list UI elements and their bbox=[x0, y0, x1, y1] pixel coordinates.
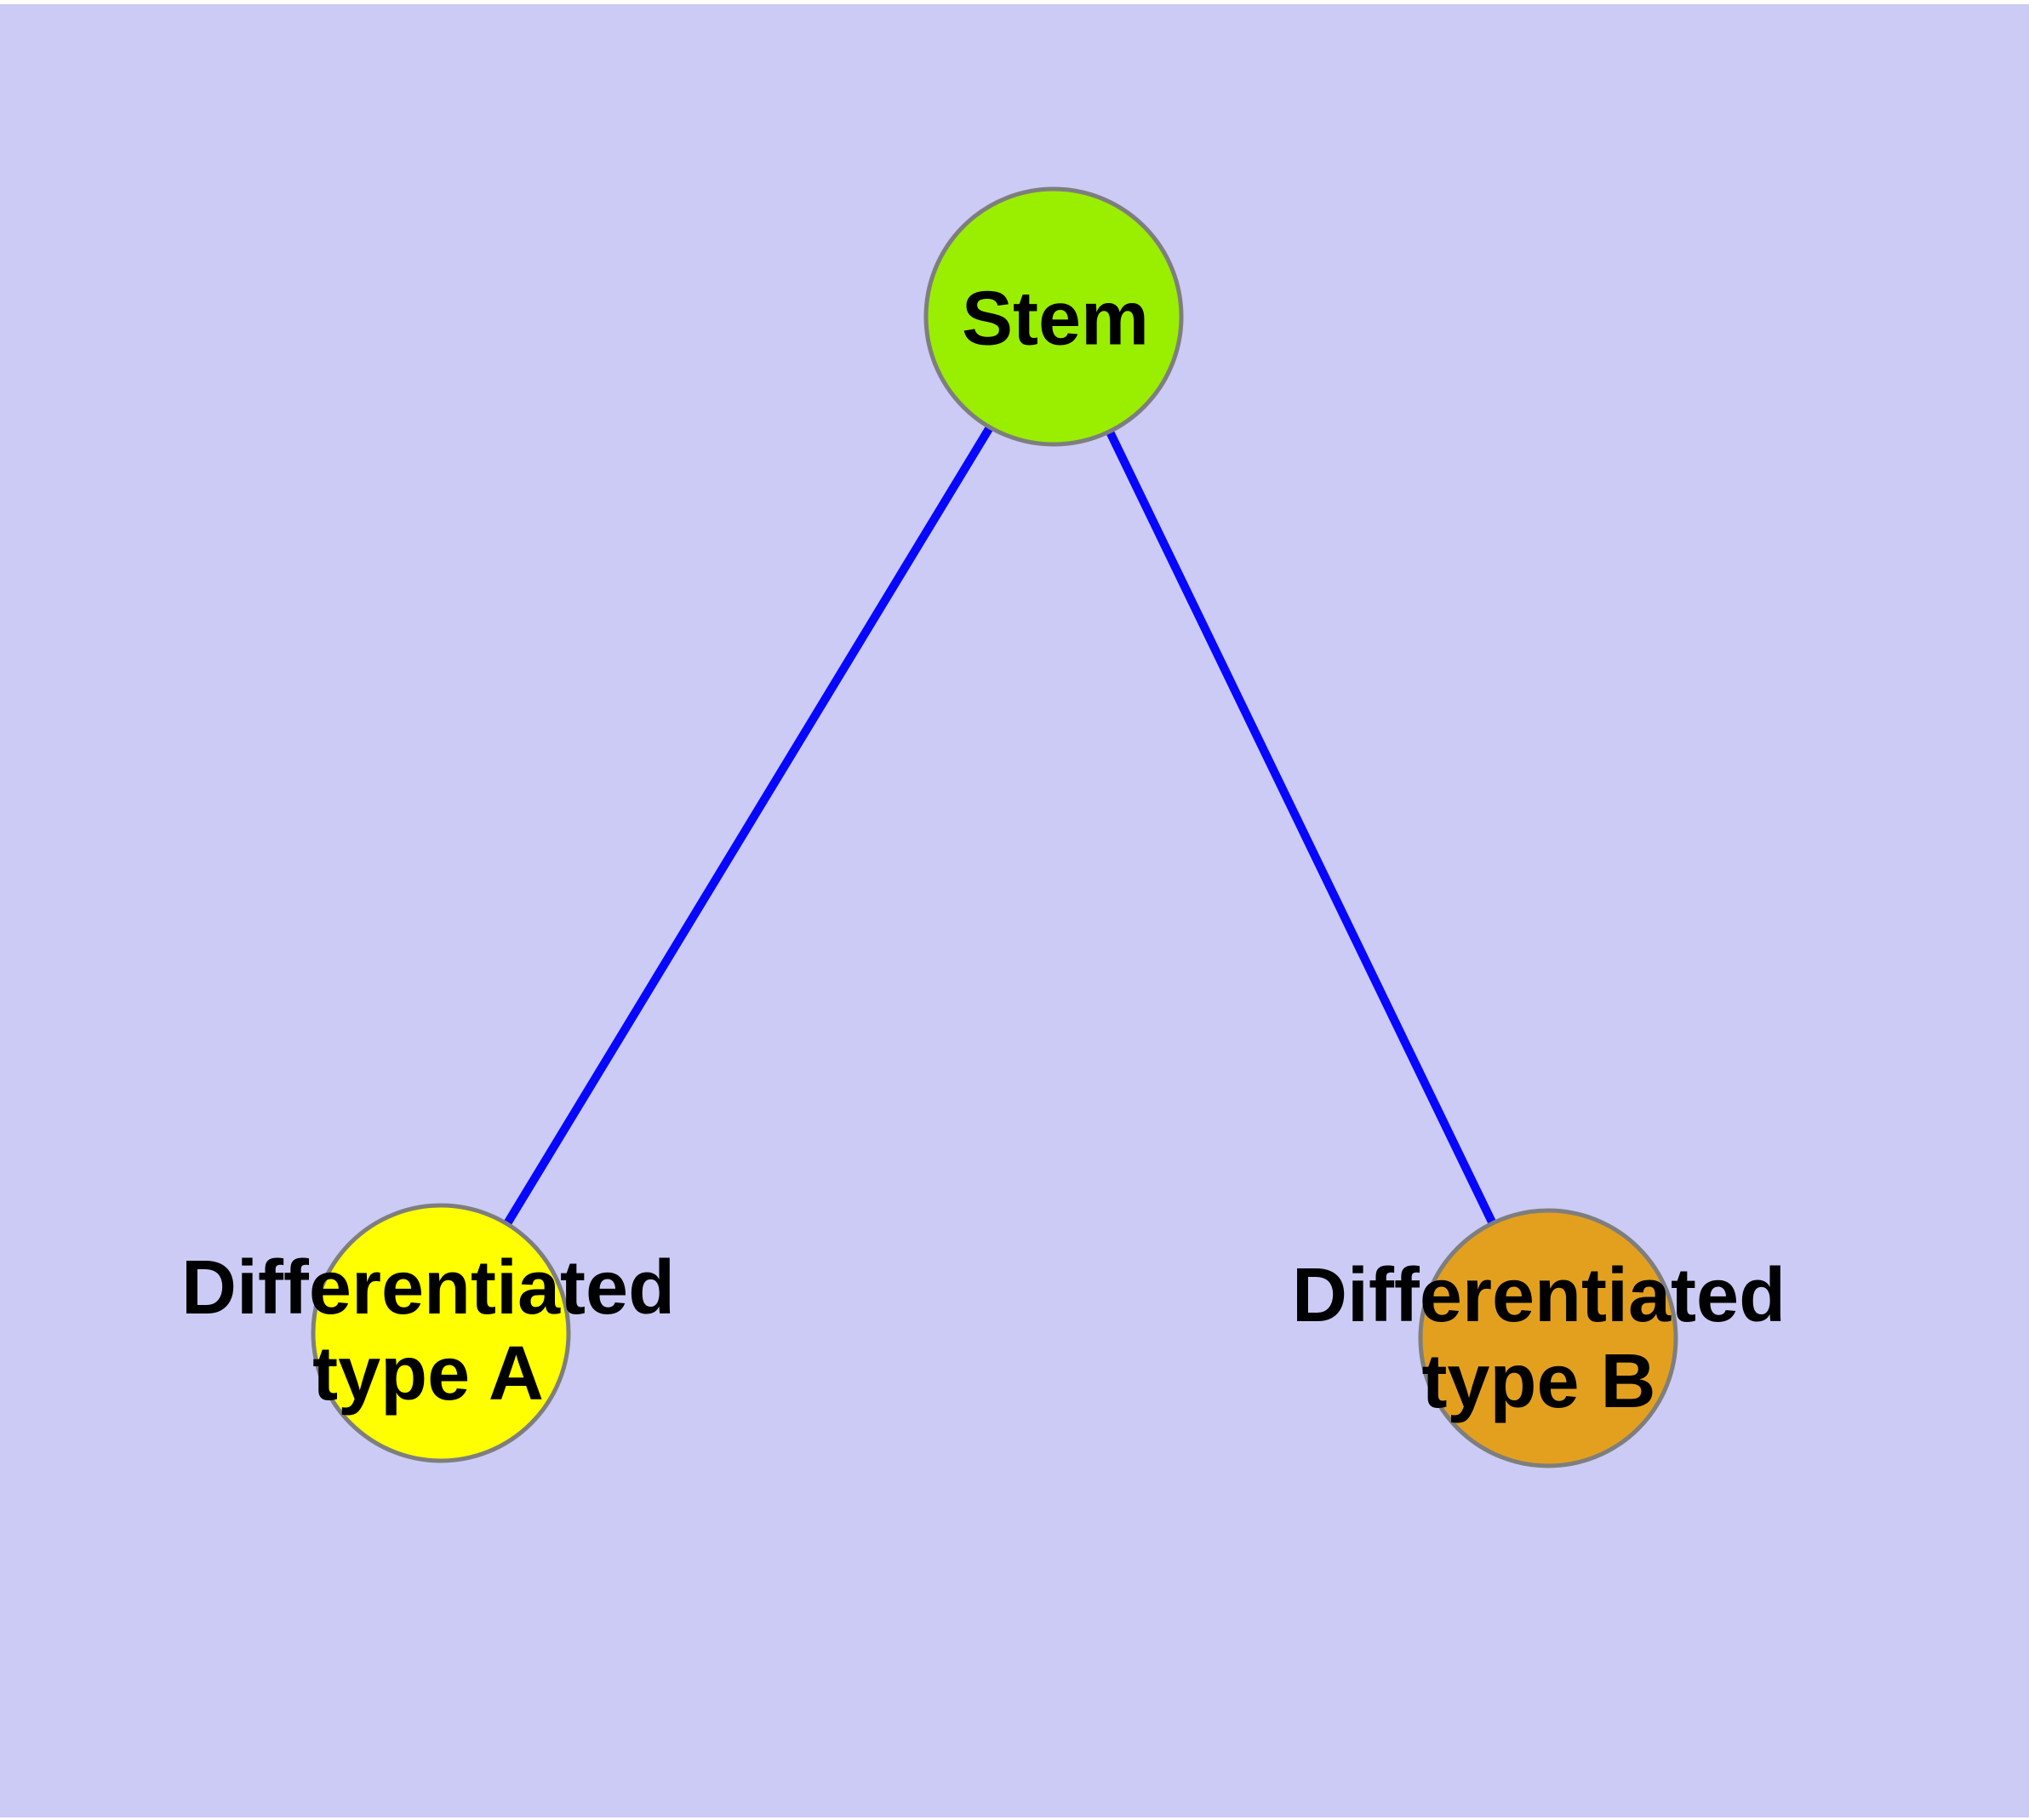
node-label-differentiated-type-a: Differentiated type A bbox=[180, 1245, 676, 1417]
edge-stem-to-differentiated-type-b bbox=[1051, 317, 1552, 1341]
node-label-stem: Stem bbox=[961, 276, 1150, 362]
node-differentiated-type-a bbox=[311, 1203, 571, 1463]
node-differentiated-type-b bbox=[1418, 1208, 1678, 1468]
node-label-differentiated-type-b: Differentiated type B bbox=[1291, 1253, 1786, 1424]
edge-stem-to-differentiated-type-a bbox=[437, 317, 1060, 1336]
node-stem bbox=[923, 186, 1184, 447]
